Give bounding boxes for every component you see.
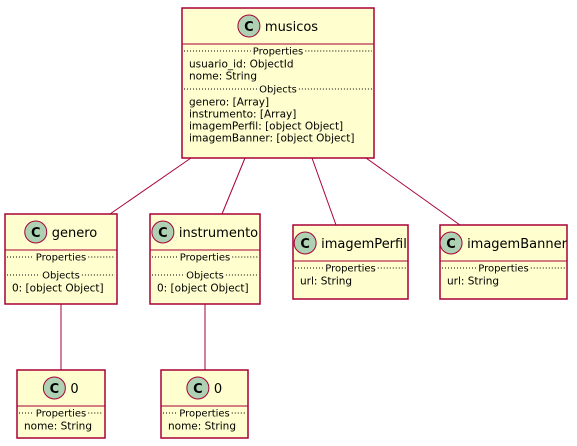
- section-title: Properties: [253, 47, 304, 58]
- section-title: Properties: [179, 409, 230, 420]
- class-marker-letter: C: [244, 20, 254, 35]
- class-name: imagemPerfil: [321, 237, 407, 252]
- class-name: instrumento: [179, 226, 258, 241]
- class-name: 0: [214, 382, 222, 397]
- class-marker-letter: C: [300, 237, 310, 252]
- class-box: [439, 224, 568, 300]
- class-stereotype-icon: [42, 376, 66, 400]
- class-stereotype-icon: [439, 231, 463, 255]
- class-box: [181, 7, 375, 159]
- edge-musicos-genero: [109, 157, 192, 215]
- section-title: Properties: [36, 409, 87, 420]
- section-title: Objects: [42, 271, 80, 282]
- class-box: [4, 213, 118, 305]
- class-stereotype-icon: [293, 231, 317, 255]
- section-title: Properties: [478, 264, 529, 275]
- class-name: genero: [52, 226, 98, 241]
- field: url: String: [300, 276, 352, 288]
- section-title: Properties: [36, 253, 87, 264]
- class-marker-letter: C: [446, 237, 456, 252]
- field: 0: [object Object]: [12, 283, 104, 295]
- field: nome: String: [24, 421, 92, 433]
- class-marker-letter: C: [50, 382, 60, 397]
- class-name: imagemBanner: [467, 237, 568, 252]
- association-edges: [60, 157, 461, 370]
- class-stereotype-icon: [151, 220, 175, 244]
- field: imagemBanner: [object Object]: [189, 133, 354, 145]
- class-name: 0: [70, 382, 78, 397]
- field: usuario_id: ObjectId: [189, 59, 294, 71]
- class-stereotype-icon: [186, 376, 210, 400]
- class-marker-letter: C: [31, 226, 41, 241]
- class-box: [292, 224, 409, 300]
- section-title: Objects: [259, 85, 297, 96]
- section-title: Properties: [180, 253, 231, 264]
- section-title: Objects: [186, 271, 224, 282]
- class-marker-letter: C: [158, 226, 168, 241]
- class-marker-letter: C: [193, 382, 203, 397]
- section-title: Properties: [325, 264, 376, 275]
- edge-musicos-imagemPerfil: [311, 157, 337, 226]
- class-stereotype-icon: [237, 14, 261, 38]
- field: url: String: [447, 276, 499, 288]
- field: 0: [object Object]: [157, 283, 249, 295]
- field: genero: [Array]: [189, 97, 269, 109]
- field: imagemPerfil: [object Object]: [189, 121, 343, 133]
- class-stereotype-icon: [24, 220, 48, 244]
- edge-musicos-instrumento: [221, 157, 246, 215]
- field: nome: String: [168, 421, 236, 433]
- field: instrumento: [Array]: [189, 109, 296, 121]
- edge-musicos-imagemBanner: [365, 157, 461, 226]
- field: nome: String: [189, 71, 257, 83]
- class-name: musicos: [265, 20, 318, 35]
